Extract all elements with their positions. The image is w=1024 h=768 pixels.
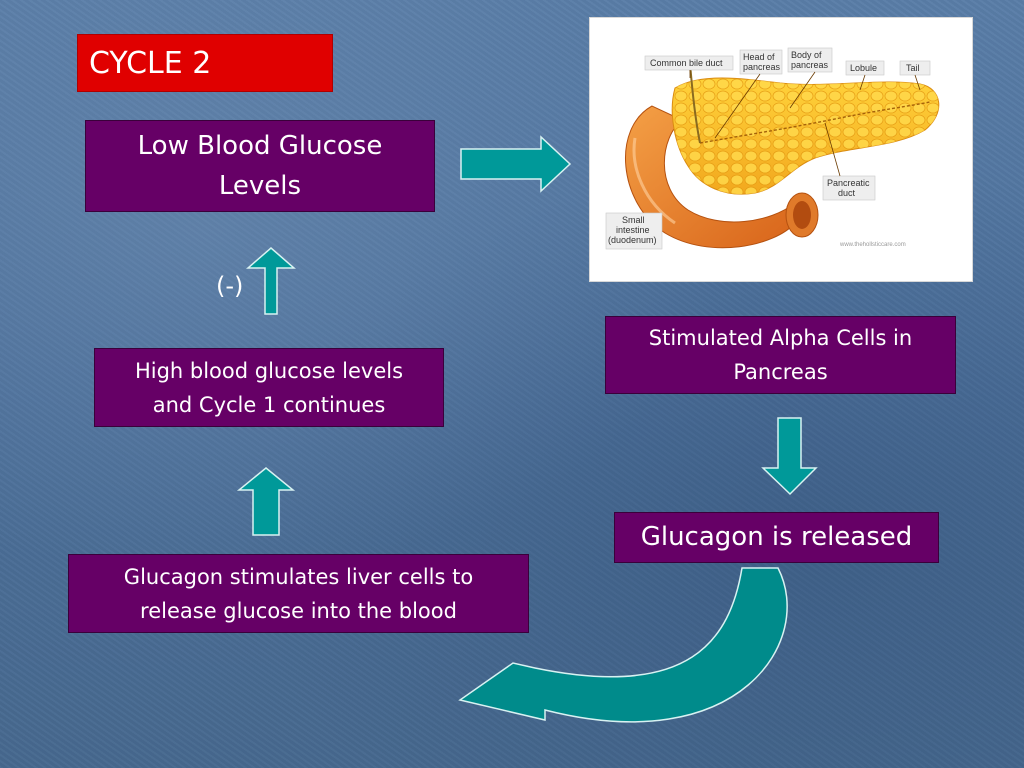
label-pancreatic-duct: Pancreatic duct [822,122,876,201]
up-arrow-lower [236,467,296,536]
node-low-blood-glucose-line-2: Levels [218,171,302,201]
label-small-intestine-line-3: (duodenum) [608,235,657,245]
label-lobule-text: Lobule [850,63,877,73]
label-common-bile-duct: Common bile duct [644,55,734,78]
negative-feedback-sign: (-) [216,272,244,300]
node-high-blood-glucose-line-1: High blood glucose levels [134,358,404,383]
slide-title: CYCLE 2 [77,34,333,92]
node-alpha-cells: Stimulated Alpha Cells in Pancreas [605,316,956,394]
pancreas-illustration: Common bile duct Head of pancreas Body o… [589,17,973,282]
node-alpha-cells-line-1: Stimulated Alpha Cells in [648,326,913,350]
label-head-of-pancreas: Head of pancreas [714,49,783,139]
label-body-of-pancreas: Body of pancreas [787,47,833,109]
right-arrow [460,135,572,193]
image-watermark: www.thehollsticcare.com [839,242,906,248]
node-high-blood-glucose: High blood glucose levels and Cycle 1 co… [94,348,444,427]
node-liver-release-line-1: Glucagon stimulates liver cells to [123,564,474,589]
label-head-line-1: Head of [743,52,775,62]
node-high-blood-glucose-line-2: and Cycle 1 continues [152,392,386,417]
label-body-line-2: pancreas [791,60,829,70]
node-low-blood-glucose: Low Blood Glucose Levels [85,120,435,212]
label-head-line-2: pancreas [743,62,781,72]
duodenum-lumen [793,201,811,229]
label-small-intestine-line-2: intestine [616,225,650,235]
node-liver-release: Glucagon stimulates liver cells to relea… [68,554,529,633]
pancreatic-duct-line [699,101,931,144]
node-liver-release-line-2: release glucose into the blood [140,598,457,623]
label-tail-text: Tail [906,63,920,73]
node-glucagon-released: Glucagon is released [614,512,939,563]
down-arrow [761,417,818,496]
pancreas-lobules [672,78,939,195]
label-small-intestine: Small intestine (duodenum) [605,212,663,250]
label-tail: Tail [899,60,931,91]
label-lobule: Lobule [845,60,885,91]
up-arrow-feedback [245,247,297,315]
label-body-line-1: Body of [791,50,822,60]
label-small-intestine-line-1: Small [622,215,645,225]
label-pancreatic-duct-line-1: Pancreatic [827,178,870,188]
duodenum-highlight [632,137,676,225]
label-common-bile-duct-text: Common bile duct [650,58,723,68]
label-pancreatic-duct-line-2: duct [838,188,856,198]
node-alpha-cells-line-2: Pancreas [733,360,828,384]
curved-return-arrow [458,567,788,723]
pancreas-anatomy-drawing: Common bile duct Head of pancreas Body o… [605,47,940,250]
node-low-blood-glucose-line-1: Low Blood Glucose [137,131,383,161]
